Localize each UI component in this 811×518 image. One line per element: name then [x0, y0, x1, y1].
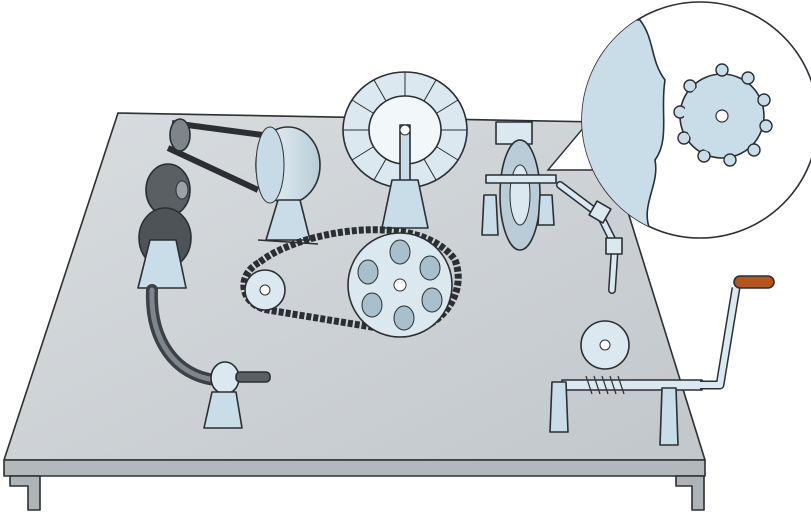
small-sprocket-hub — [260, 285, 270, 295]
gear-train-support-left — [482, 195, 498, 235]
bevel-gear-hub — [400, 125, 410, 135]
hand-crank — [700, 276, 774, 385]
gear-train-axle — [486, 175, 556, 183]
gear-train-frame — [496, 122, 532, 144]
worm-wheel-hub — [600, 340, 610, 350]
large-pulley-face — [256, 127, 284, 203]
gear-train-support-right — [538, 195, 554, 225]
zoom-small-gear-hub — [716, 110, 728, 122]
flexible-shaft-end — [211, 362, 239, 394]
universal-joint-yoke-lower — [606, 238, 622, 254]
worm-support-left — [550, 382, 568, 432]
worm-shaft — [562, 380, 702, 390]
table-leg-left — [10, 476, 40, 510]
output-shaft — [236, 372, 270, 382]
table-front-edge — [4, 460, 705, 476]
large-sprocket-hub — [394, 279, 406, 291]
upper-pulley-hub — [176, 181, 188, 199]
small-belt-pulley — [170, 119, 190, 151]
table-leg-right — [676, 476, 704, 510]
worm-support-right — [660, 388, 678, 445]
crank-handle — [734, 276, 774, 288]
gear-train-inner — [510, 165, 530, 225]
